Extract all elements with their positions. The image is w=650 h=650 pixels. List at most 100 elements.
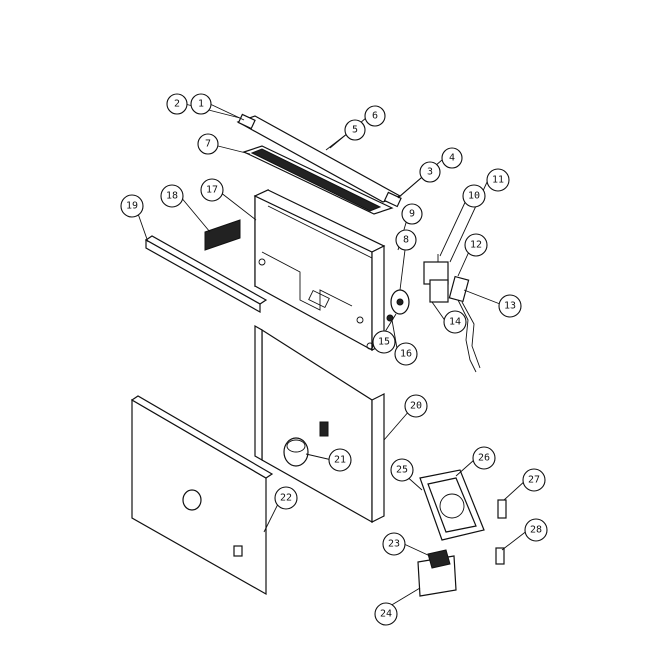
back-plate-side bbox=[371, 393, 385, 523]
callout-27: 27 bbox=[522, 468, 546, 492]
leader-14 bbox=[431, 301, 447, 323]
front-cover-edge bbox=[130, 395, 274, 479]
back-plate bbox=[254, 324, 385, 524]
callout-24: 24 bbox=[374, 602, 398, 626]
trim-panel-face bbox=[145, 238, 261, 314]
control-board bbox=[448, 275, 470, 303]
callout-4: 4 bbox=[441, 147, 463, 169]
svg-text:15: 15 bbox=[378, 337, 390, 348]
wire-harness-2 bbox=[461, 301, 481, 369]
callout-22: 22 bbox=[274, 486, 298, 510]
capacitor-top bbox=[286, 439, 306, 453]
small-connector bbox=[386, 314, 394, 322]
callouts: 2 1 6 5 7 3 4 11 10 9 8 18 17 19 12 13 1… bbox=[120, 93, 548, 626]
callout-25: 25 bbox=[390, 458, 414, 482]
svg-text:19: 19 bbox=[126, 201, 138, 212]
svg-text:24: 24 bbox=[380, 609, 392, 620]
callout-16: 16 bbox=[394, 342, 418, 366]
grille-body bbox=[204, 219, 241, 251]
svg-text:25: 25 bbox=[396, 465, 408, 476]
fan-shroud-rim bbox=[439, 493, 465, 519]
housing-screw-1 bbox=[258, 258, 266, 266]
fan-shroud-assembly bbox=[417, 469, 507, 597]
callout-28: 28 bbox=[524, 518, 548, 542]
wire-harness bbox=[457, 299, 477, 373]
front-cover-knob-hole bbox=[182, 489, 202, 511]
callout-23: 23 bbox=[382, 532, 406, 556]
callout-26: 26 bbox=[472, 446, 496, 470]
svg-text:7: 7 bbox=[205, 139, 211, 150]
svg-text:8: 8 bbox=[403, 235, 409, 246]
svg-text:17: 17 bbox=[206, 185, 218, 196]
relay-body bbox=[429, 279, 449, 303]
leader-10 bbox=[439, 195, 469, 257]
svg-text:21: 21 bbox=[334, 455, 346, 466]
electrical-assembly bbox=[386, 254, 481, 373]
callout-19: 19 bbox=[120, 194, 144, 218]
fan-motor-hub bbox=[396, 298, 404, 306]
callout-12: 12 bbox=[464, 233, 488, 257]
housing-screw-2 bbox=[356, 316, 364, 324]
clip-28 bbox=[495, 547, 505, 565]
housing-cutout bbox=[261, 251, 353, 311]
louver-grille bbox=[204, 219, 241, 251]
callout-5: 5 bbox=[344, 119, 366, 141]
svg-text:6: 6 bbox=[372, 111, 378, 122]
callout-1: 1 bbox=[190, 93, 212, 115]
leader-23 bbox=[403, 543, 431, 557]
housing-port bbox=[308, 289, 330, 309]
svg-text:22: 22 bbox=[280, 493, 292, 504]
svg-text:1: 1 bbox=[198, 99, 204, 110]
callout-20: 20 bbox=[404, 394, 428, 418]
clip-27 bbox=[497, 499, 507, 519]
leader-13 bbox=[463, 289, 501, 305]
svg-text:27: 27 bbox=[528, 475, 540, 486]
leader-20 bbox=[383, 409, 411, 441]
callout-13: 13 bbox=[498, 294, 522, 318]
svg-text:10: 10 bbox=[468, 191, 480, 202]
callout-2: 2 bbox=[166, 93, 188, 115]
svg-text:12: 12 bbox=[470, 240, 482, 251]
svg-text:3: 3 bbox=[427, 167, 433, 178]
svg-text:28: 28 bbox=[530, 525, 542, 536]
svg-text:9: 9 bbox=[409, 209, 415, 220]
leader-1 bbox=[209, 103, 245, 121]
callout-11: 11 bbox=[486, 168, 510, 192]
callout-21: 21 bbox=[328, 448, 352, 472]
svg-text:20: 20 bbox=[410, 401, 422, 412]
callout-10: 10 bbox=[462, 184, 486, 208]
svg-text:26: 26 bbox=[478, 453, 490, 464]
callout-15: 15 bbox=[372, 330, 396, 354]
callout-7: 7 bbox=[197, 133, 219, 155]
callout-3: 3 bbox=[419, 161, 441, 183]
svg-text:18: 18 bbox=[166, 191, 178, 202]
leader-27 bbox=[503, 479, 527, 501]
leader-28 bbox=[501, 529, 529, 551]
trim-strip-seal bbox=[250, 148, 382, 212]
leader-18 bbox=[179, 195, 211, 233]
front-trim-panel bbox=[144, 235, 268, 314]
leader-24 bbox=[389, 587, 421, 607]
top-trim-assembly bbox=[236, 113, 402, 215]
back-vent bbox=[319, 421, 329, 437]
callout-14: 14 bbox=[443, 310, 467, 334]
front-cover-switch bbox=[233, 545, 243, 557]
callout-6: 6 bbox=[364, 105, 386, 127]
housing-foot bbox=[366, 342, 374, 350]
svg-text:2: 2 bbox=[174, 99, 180, 110]
svg-text:14: 14 bbox=[449, 317, 461, 328]
leader-7 bbox=[217, 145, 251, 155]
main-housing bbox=[253, 189, 386, 352]
leader-21 bbox=[305, 453, 333, 461]
svg-text:4: 4 bbox=[449, 153, 455, 164]
fan-shroud-inner bbox=[427, 477, 477, 533]
svg-text:11: 11 bbox=[492, 175, 504, 186]
callout-9: 9 bbox=[401, 203, 423, 225]
callout-17: 17 bbox=[200, 178, 224, 202]
housing-inner-edge bbox=[267, 205, 373, 259]
svg-text:16: 16 bbox=[400, 349, 412, 360]
svg-text:23: 23 bbox=[388, 539, 400, 550]
leader-17 bbox=[219, 191, 257, 221]
leader-26 bbox=[455, 459, 475, 477]
